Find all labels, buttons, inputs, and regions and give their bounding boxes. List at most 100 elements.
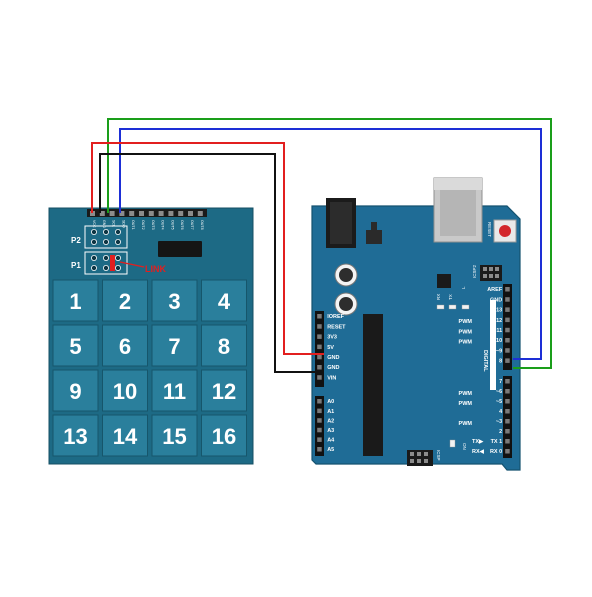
key-13 xyxy=(52,414,99,457)
header-pin xyxy=(109,211,115,216)
header-pin xyxy=(168,211,174,216)
header-pin xyxy=(119,211,125,216)
key-label: 6 xyxy=(119,334,131,359)
pin-label: GND xyxy=(490,297,502,303)
pin-label: ~5 xyxy=(496,399,502,405)
pwm-label: PWM xyxy=(459,421,473,427)
key-label: 5 xyxy=(69,334,81,359)
pin-label: GND xyxy=(327,355,339,361)
key-11 xyxy=(151,369,198,412)
pin-label: A3 xyxy=(327,428,334,434)
pwm-label: PWM xyxy=(459,329,473,335)
pin-label: 2 xyxy=(499,429,502,435)
pin-label: ~10 xyxy=(493,338,502,344)
keypad-header xyxy=(87,209,207,217)
wires xyxy=(91,118,552,373)
header-pin xyxy=(148,211,154,216)
wire-red xyxy=(91,142,324,355)
digital-label: DIGITAL xyxy=(482,350,488,372)
key-2 xyxy=(102,279,148,322)
analog-header xyxy=(315,396,324,456)
pin-label: 4 xyxy=(499,409,503,415)
led-rx xyxy=(436,304,445,310)
key-1 xyxy=(52,279,99,322)
header-pin xyxy=(317,314,322,319)
tx-arrow-label: TX▶ xyxy=(472,438,484,445)
link-jumper xyxy=(110,255,115,271)
p2-jumper-pins xyxy=(91,228,122,245)
key-label: 2 xyxy=(119,289,131,314)
icsp2-label: ICSP2 xyxy=(472,264,477,278)
pin-label: RX 0 xyxy=(490,449,502,455)
wire-black xyxy=(99,153,324,373)
digital-header-lower xyxy=(503,376,512,458)
key-14 xyxy=(102,414,148,457)
p1-jumper-pins xyxy=(91,254,122,271)
pin-label: ~6 xyxy=(496,389,502,395)
key-3 xyxy=(151,279,198,322)
header-pin xyxy=(505,327,510,333)
header-pin xyxy=(317,334,322,339)
pin-label: ~3 xyxy=(496,419,502,425)
header-pin xyxy=(317,418,322,423)
pin-label: AREF xyxy=(487,287,503,293)
header-pin-label: SCL xyxy=(112,220,116,227)
key-label: 10 xyxy=(113,379,137,404)
pin-label: TX 1 xyxy=(491,439,503,445)
header-pin xyxy=(317,375,322,380)
header-pin-label: OUT1 xyxy=(131,220,135,230)
key-label: 14 xyxy=(113,424,138,449)
wire-blue xyxy=(119,128,542,360)
pin-label: A0 xyxy=(327,399,334,405)
pin-label: A4 xyxy=(327,438,335,444)
header-pin-label: GND xyxy=(102,220,106,228)
key-label: 4 xyxy=(218,289,231,314)
header-pin xyxy=(158,211,164,216)
header-pin xyxy=(317,447,322,452)
key-9 xyxy=(52,369,99,412)
pin-label: GND xyxy=(327,365,339,371)
header-pin xyxy=(505,439,510,444)
header-pin xyxy=(197,211,203,216)
reset-button-cap xyxy=(499,225,511,237)
key-8 xyxy=(201,324,247,367)
key-label: 3 xyxy=(168,289,180,314)
header-pin xyxy=(317,399,322,404)
pwm-label: PWM xyxy=(459,401,473,407)
header-pin xyxy=(317,437,322,442)
key-12 xyxy=(201,369,247,412)
key-6 xyxy=(102,324,148,367)
pin-label: ~9 xyxy=(496,348,502,354)
key-label: 8 xyxy=(218,334,230,359)
led-tx xyxy=(448,304,457,310)
p2-jumper-box xyxy=(84,225,128,249)
keypad-header-pins xyxy=(90,211,203,216)
header-pin xyxy=(505,389,510,394)
rx-label: RX xyxy=(436,294,441,300)
digital-upper-pins xyxy=(505,287,510,363)
tx-label: TX xyxy=(448,294,453,300)
header-pin xyxy=(317,324,322,329)
pin-label: A2 xyxy=(327,418,334,424)
p2-label: P2 xyxy=(71,236,81,245)
header-pin-label: OUT5 xyxy=(170,220,174,230)
digital-lower-pins xyxy=(505,379,510,454)
header-pin-label: OUT7 xyxy=(190,220,194,230)
key-label: 1 xyxy=(69,289,81,314)
analog-header-pins xyxy=(317,399,322,452)
header-pin xyxy=(505,409,510,414)
p1-label: P1 xyxy=(71,261,81,270)
key-15 xyxy=(151,414,198,457)
wire-green xyxy=(107,118,552,369)
icsp-label: ICSP xyxy=(436,450,441,461)
header-pin xyxy=(139,211,144,216)
pin-label: 13 xyxy=(496,308,502,314)
key-10 xyxy=(102,369,148,412)
link-arrow xyxy=(119,261,145,268)
key-label: 15 xyxy=(162,424,186,449)
